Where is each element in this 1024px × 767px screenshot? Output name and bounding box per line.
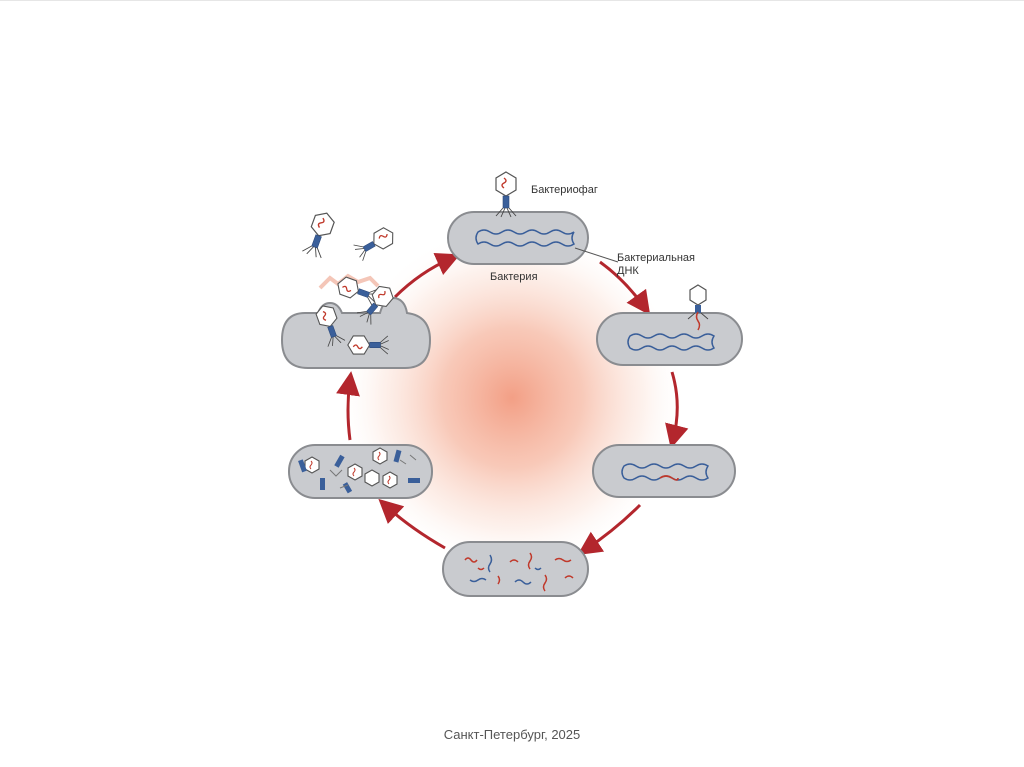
label-bacteria: Бактерия xyxy=(490,271,538,283)
dna-leader-line xyxy=(574,247,619,263)
stage-replication xyxy=(442,541,589,597)
stage-integration xyxy=(592,444,736,498)
stage-injection xyxy=(596,284,743,366)
top-border xyxy=(0,0,1024,1)
stage-assembly xyxy=(288,444,433,499)
bacterial-dna xyxy=(627,333,716,351)
bacterial-dna xyxy=(475,229,576,247)
label-bacteriophage: Бактериофаг xyxy=(531,184,598,196)
bacteriophage-icon xyxy=(352,224,398,262)
cycle-arrow-icon xyxy=(599,260,651,316)
cycle-arrows xyxy=(336,253,689,555)
bacteriophage-icon xyxy=(689,284,707,306)
cycle-arrow-icon xyxy=(577,503,642,555)
stage-attachment xyxy=(447,171,589,265)
bacteriophage-icon xyxy=(495,171,517,218)
phage-dna xyxy=(695,311,701,331)
bacteriophage-icon xyxy=(301,209,337,260)
label-bacterial-dna-line1: Бактериальная xyxy=(617,252,695,264)
cycle-arrow-icon xyxy=(665,371,689,449)
cycle-arrow-icon xyxy=(378,498,446,550)
phage-dna xyxy=(659,475,679,481)
cycle-arrow-icon xyxy=(393,253,461,299)
bacterial-dna xyxy=(621,463,710,481)
cycle-arrow-icon xyxy=(336,371,360,441)
stage-lysis xyxy=(280,209,432,369)
label-bacterial-dna-line2: ДНК xyxy=(617,265,639,277)
footer-text: Санкт-Петербург, 2025 xyxy=(443,727,581,742)
